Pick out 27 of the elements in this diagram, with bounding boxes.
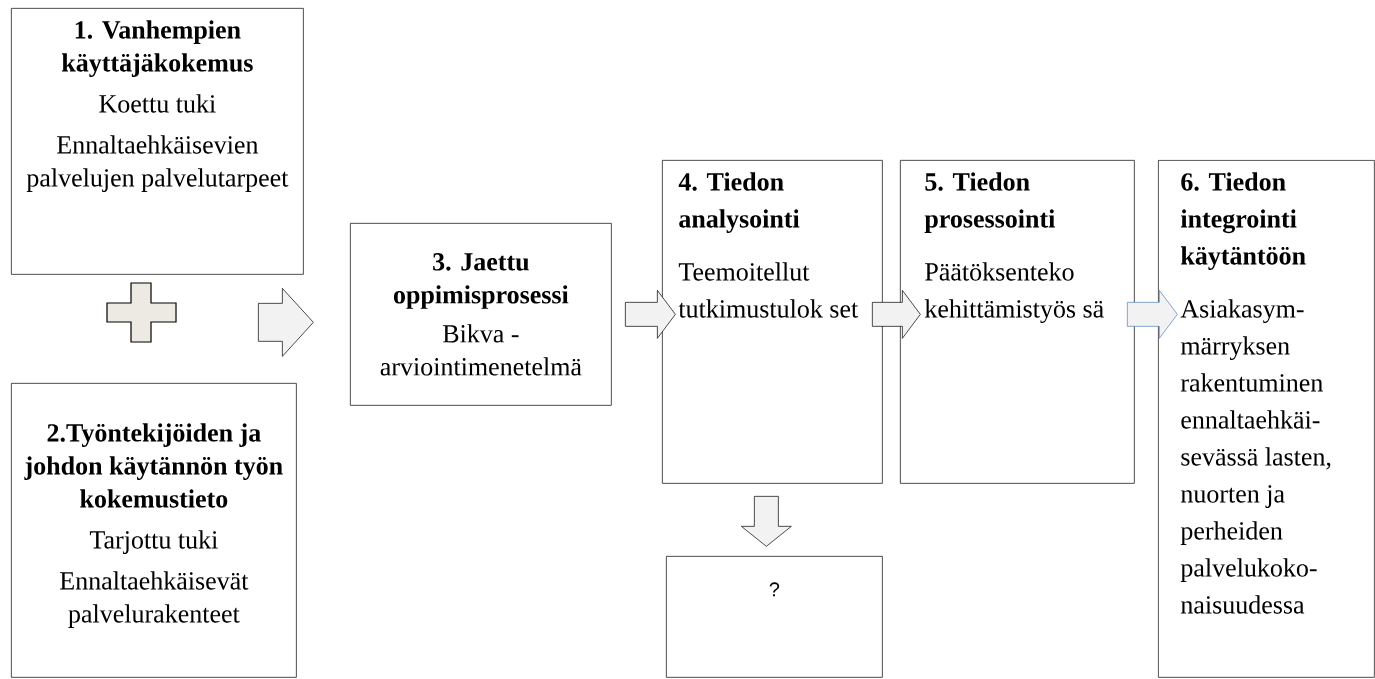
- process-box: [350, 223, 612, 406]
- box-heading: 4. Tiedon analysointi: [678, 172, 800, 233]
- box-text: Teemoitellut tutkimustulok set: [678, 262, 859, 318]
- box-text: Ennaltaehkäisevien palvelujen palvelutarpeet: [26, 135, 289, 192]
- box-text: Asiakasym- märryksen rakentuminen ennaltaehkäi- sevässä lasten, nuorten ja perheiden palvelukoko- naisuudessa: [1180, 299, 1331, 614]
- block-arrow: [872, 290, 921, 339]
- block-arrow: [625, 290, 676, 339]
- process-box: [662, 160, 883, 484]
- process-box: [1158, 160, 1375, 678]
- box-text: Päätöksenteko kehittämistyös sä: [924, 262, 1104, 323]
- box-text: Ennaltaehkäisevät palvelurakenteet: [60, 571, 249, 628]
- process-box: [900, 160, 1135, 484]
- block-arrow: [258, 288, 314, 357]
- box-heading: 1. Vanhempien käyttäjäkokemus: [61, 20, 253, 77]
- box-heading: 5. Tiedon prosessointi: [924, 172, 1055, 233]
- box-text: Koettu tuki: [99, 94, 216, 113]
- box-heading: 3. Jaettu oppimisprosessi: [393, 253, 569, 309]
- process-box: [11, 8, 304, 275]
- block-arrow: [1127, 290, 1178, 339]
- box-heading: 6. Tiedon integrointi käytäntöön: [1180, 172, 1306, 270]
- process-box: [666, 556, 883, 678]
- box-text: Tarjottu tuki: [89, 530, 218, 554]
- box-heading: 2.Työntekijöiden ja johdon käytännön työn kokemustieto: [24, 423, 283, 508]
- box-text: Bikva - arviointimenetelmä: [380, 324, 582, 376]
- box-text: ?: [769, 582, 780, 597]
- block-arrow: [741, 496, 792, 547]
- process-box: [11, 383, 297, 678]
